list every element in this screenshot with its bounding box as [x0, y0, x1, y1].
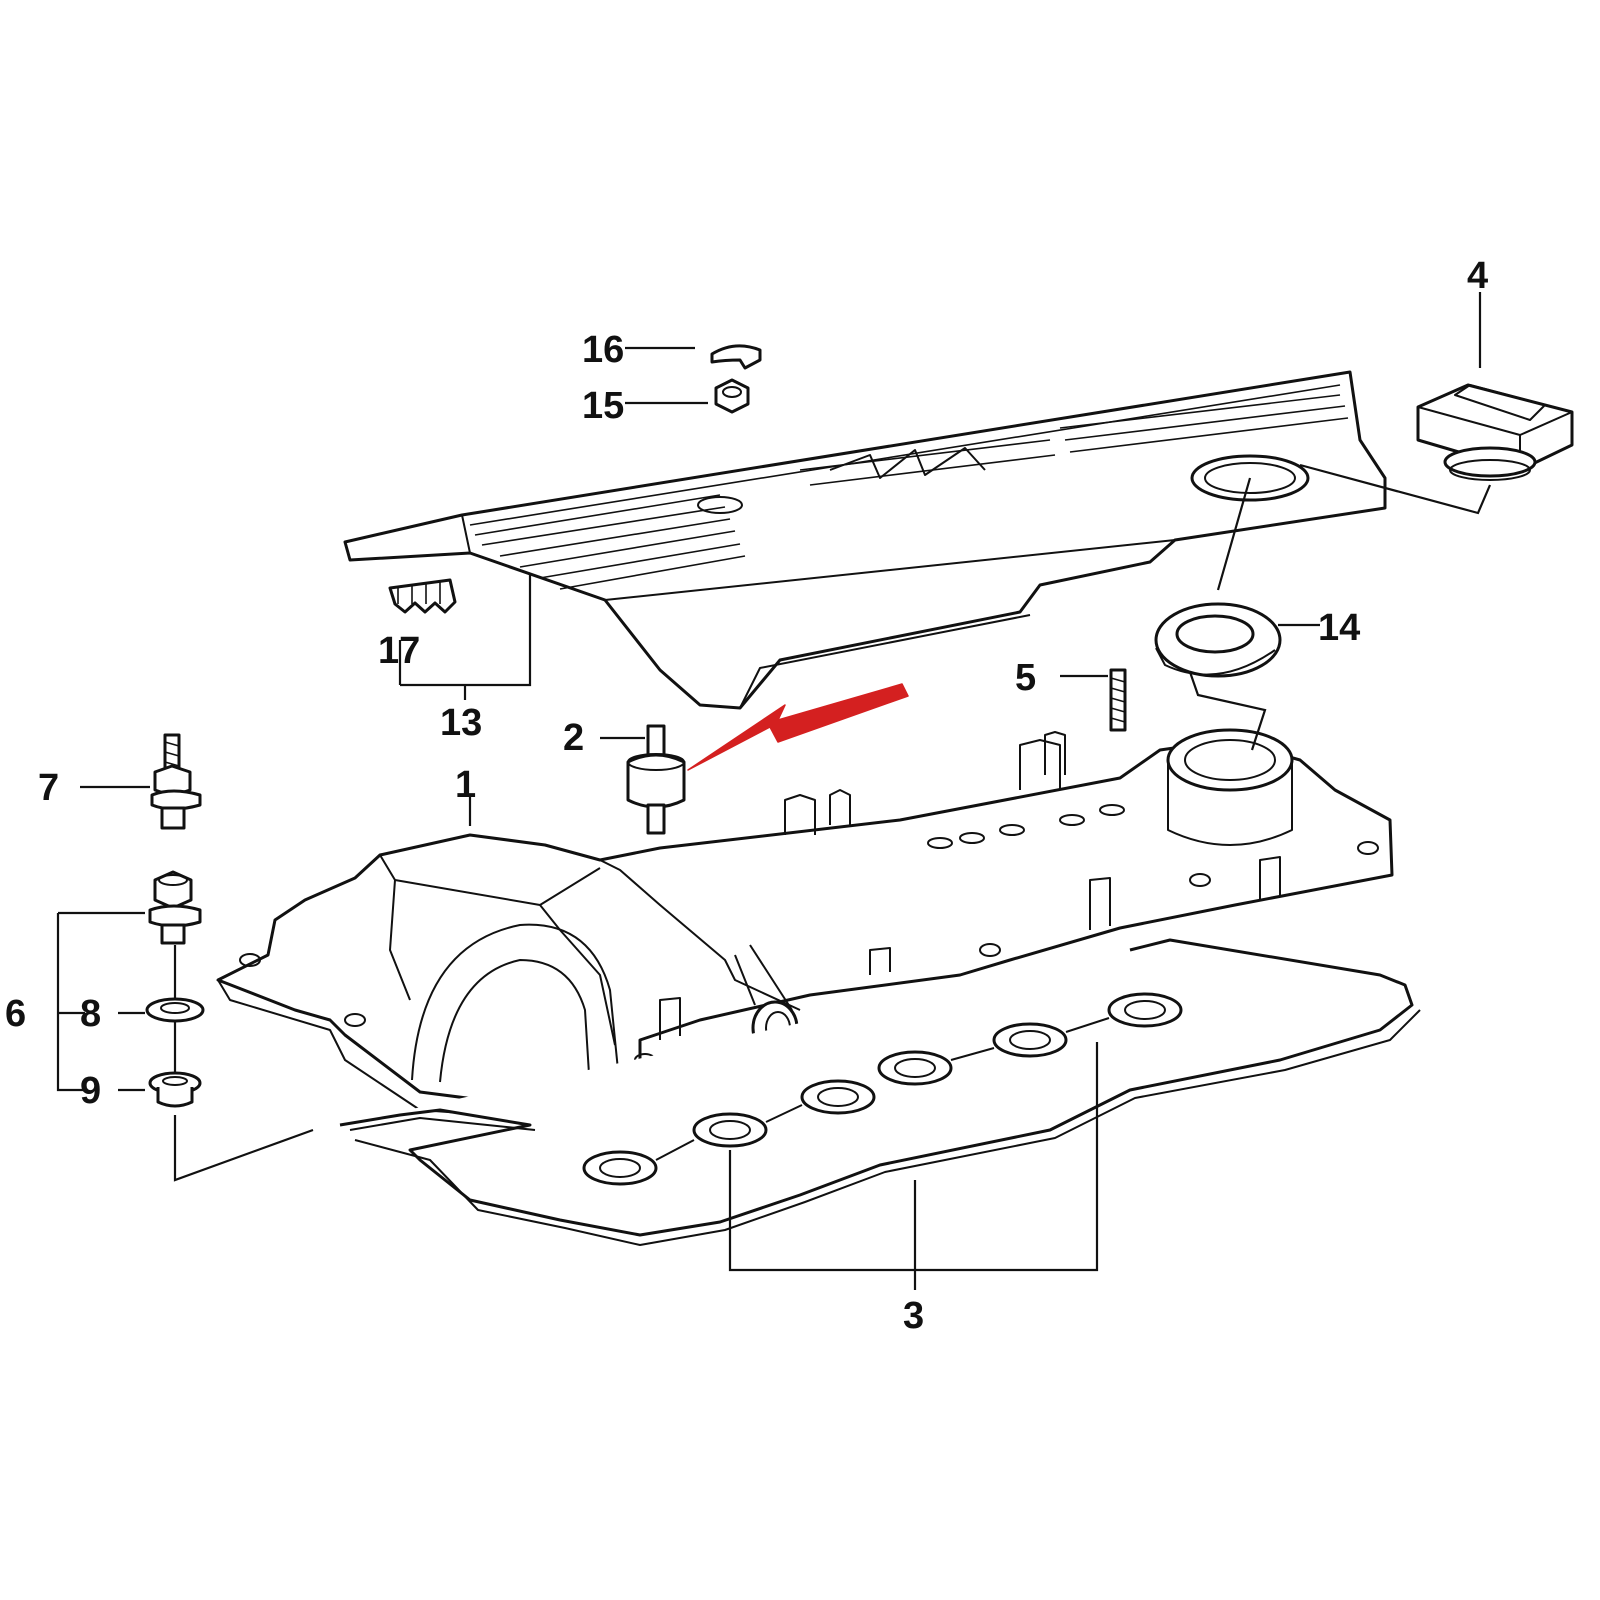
seal-ring[interactable]: [1154, 602, 1282, 678]
label-part-9: 9: [80, 1070, 101, 1112]
label-part-7: 7: [38, 767, 59, 809]
rubber-mount[interactable]: [626, 724, 686, 835]
label-part-17: 17: [378, 630, 420, 672]
valve-cover[interactable]: [216, 728, 1394, 1121]
label-part-1: 1: [455, 764, 476, 806]
oil-filler-cap[interactable]: [1416, 383, 1574, 481]
hex-nut[interactable]: [714, 378, 750, 414]
label-part-3: 3: [903, 1295, 924, 1337]
gasket-set[interactable]: [339, 938, 1421, 1246]
label-part-13: 13: [440, 702, 482, 744]
label-part-14: 14: [1318, 607, 1360, 649]
part-labels: 16 15 4 14 5 2 17 13 1 7 6 8 9 3: [5, 255, 1488, 1337]
leader-lines: [56, 292, 1492, 1290]
hex-bolt-with-stud[interactable]: [150, 733, 202, 830]
grommet[interactable]: [388, 578, 457, 614]
label-part-5: 5: [1015, 657, 1036, 699]
engine-cover[interactable]: [343, 370, 1387, 710]
hex-bolt[interactable]: [148, 870, 202, 945]
sleeve-bushing[interactable]: [148, 1071, 202, 1108]
clip[interactable]: [710, 344, 762, 370]
label-part-2: 2: [563, 717, 584, 759]
label-part-16: 16: [582, 329, 624, 371]
label-part-6: 6: [5, 993, 26, 1035]
red-arrow-icon: [687, 683, 909, 771]
stud-bolt[interactable]: [1109, 668, 1127, 732]
washer[interactable]: [145, 997, 205, 1023]
label-part-4: 4: [1467, 255, 1488, 297]
label-part-15: 15: [582, 385, 624, 427]
label-part-8: 8: [80, 993, 101, 1035]
